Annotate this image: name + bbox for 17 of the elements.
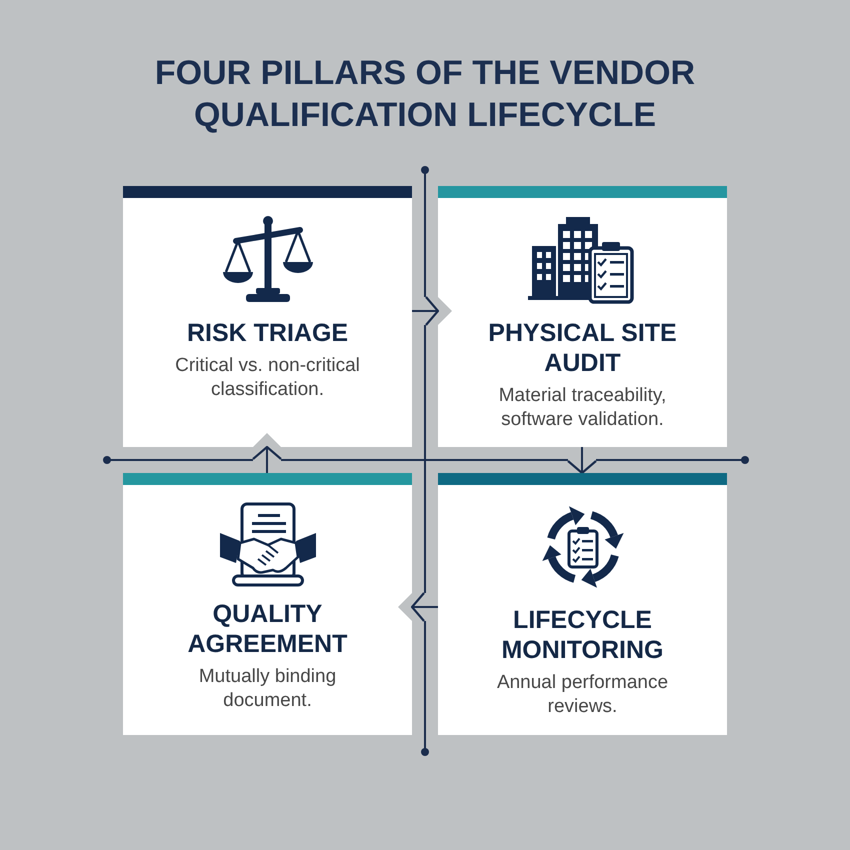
- card-description: Annual performance reviews.: [496, 671, 670, 719]
- arrow: [566, 447, 598, 474]
- arrow: [410, 592, 438, 622]
- card-heading: LIFECYCLE MONITORING: [500, 605, 665, 665]
- title: FOUR PILLARS OF THE VENDOR QUALIFICATION LIFECYCLE: [154, 53, 696, 136]
- card-description: Critical vs. non-critical classification.: [174, 354, 361, 402]
- card-heading: PHYSICAL SITE AUDIT: [487, 318, 678, 378]
- card-heading: QUALITY AGREEMENT: [186, 599, 348, 659]
- arrow: [252, 446, 282, 473]
- pillar-card: [438, 186, 727, 447]
- card-description: Material traceability, software validation.: [498, 384, 668, 432]
- pillar-card: [438, 473, 727, 735]
- pillar-card: [123, 473, 412, 735]
- arrow: [412, 296, 440, 326]
- card-description: Mutually binding document.: [198, 665, 338, 713]
- card-heading: RISK TRIAGE: [186, 318, 350, 348]
- pillar-card: [123, 186, 412, 447]
